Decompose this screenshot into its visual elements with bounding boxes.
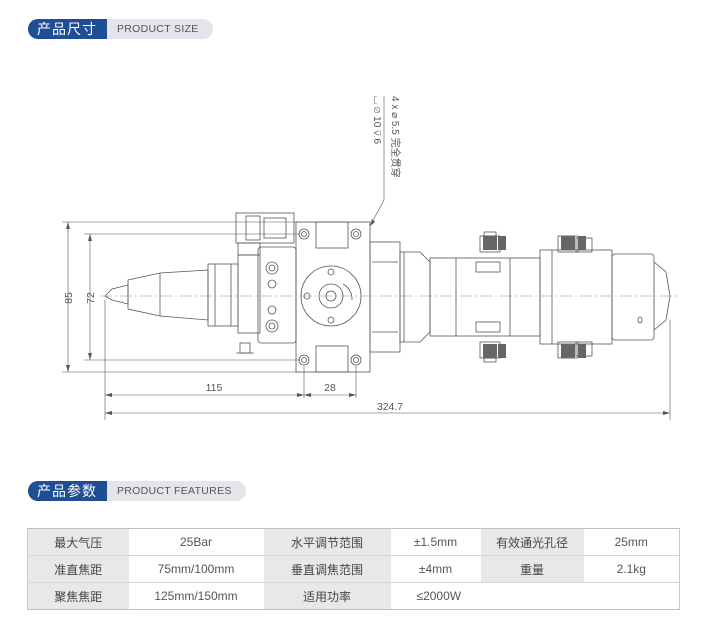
dim-height-inner: 72	[85, 292, 97, 304]
product-dimension-drawing: 85 72 115 28 324.7 4 x ⌀ 5.5 完全贯穿 ⌴ ⌀ 10…	[62, 96, 680, 420]
dim-height-outer: 85	[63, 292, 75, 304]
nozzle-collar	[207, 263, 239, 327]
nozzle-tip	[104, 284, 129, 305]
spec-key: 水平调节范围	[263, 528, 391, 556]
table-row: 聚焦焦距 125mm/150mm 适用功率 ≤2000W	[27, 582, 680, 610]
spec-value: 2.1kg	[583, 555, 680, 583]
collimation-barrel	[429, 257, 541, 337]
spec-value: ≤2000W	[390, 582, 680, 610]
product-features-header: 产品参数 PRODUCT FEATURES	[28, 481, 246, 501]
hole-note-line2: ⌴ ⌀ 10 ⊽ 6	[371, 96, 382, 145]
spec-key: 最大气压	[27, 528, 129, 556]
spec-key: 有效通光孔径	[480, 528, 584, 556]
spec-key: 重量	[480, 555, 584, 583]
spec-value: ±4mm	[390, 555, 481, 583]
spec-value: 25mm	[583, 528, 680, 556]
spec-key: 适用功率	[263, 582, 391, 610]
spec-value: ±1.5mm	[390, 528, 481, 556]
section-subtitle: PRODUCT SIZE	[107, 19, 213, 39]
spec-key: 聚焦焦距	[27, 582, 129, 610]
spec-key: 垂直调焦范围	[263, 555, 391, 583]
spec-value: 125mm/150mm	[128, 582, 264, 610]
spec-key: 准直焦距	[27, 555, 129, 583]
spec-value: 25Bar	[128, 528, 264, 556]
dim-width-nozzle: 115	[206, 382, 223, 394]
spec-table: 最大气压 25Bar 水平调节范围 ±1.5mm 有效通光孔径 25mm 准直焦…	[27, 528, 680, 610]
mounting-plate	[295, 221, 371, 373]
hole-note-line1: 4 x ⌀ 5.5 完全贯穿	[389, 96, 402, 178]
section-title: 产品参数	[28, 481, 107, 501]
section-title: 产品尺寸	[28, 19, 107, 39]
spec-value: 75mm/100mm	[128, 555, 264, 583]
table-row: 准直焦距 75mm/100mm 垂直调焦范围 ±4mm 重量 2.1kg	[27, 555, 680, 583]
table-row: 最大气压 25Bar 水平调节范围 ±1.5mm 有效通光孔径 25mm	[27, 528, 680, 556]
gas-fitting-top	[235, 212, 295, 244]
dim-total-length: 324.7	[377, 401, 403, 413]
nozzle-cone	[127, 269, 209, 321]
product-size-header: 产品尺寸 PRODUCT SIZE	[28, 19, 213, 39]
dim-width-mount: 28	[324, 382, 336, 394]
section-subtitle: PRODUCT FEATURES	[107, 481, 246, 501]
